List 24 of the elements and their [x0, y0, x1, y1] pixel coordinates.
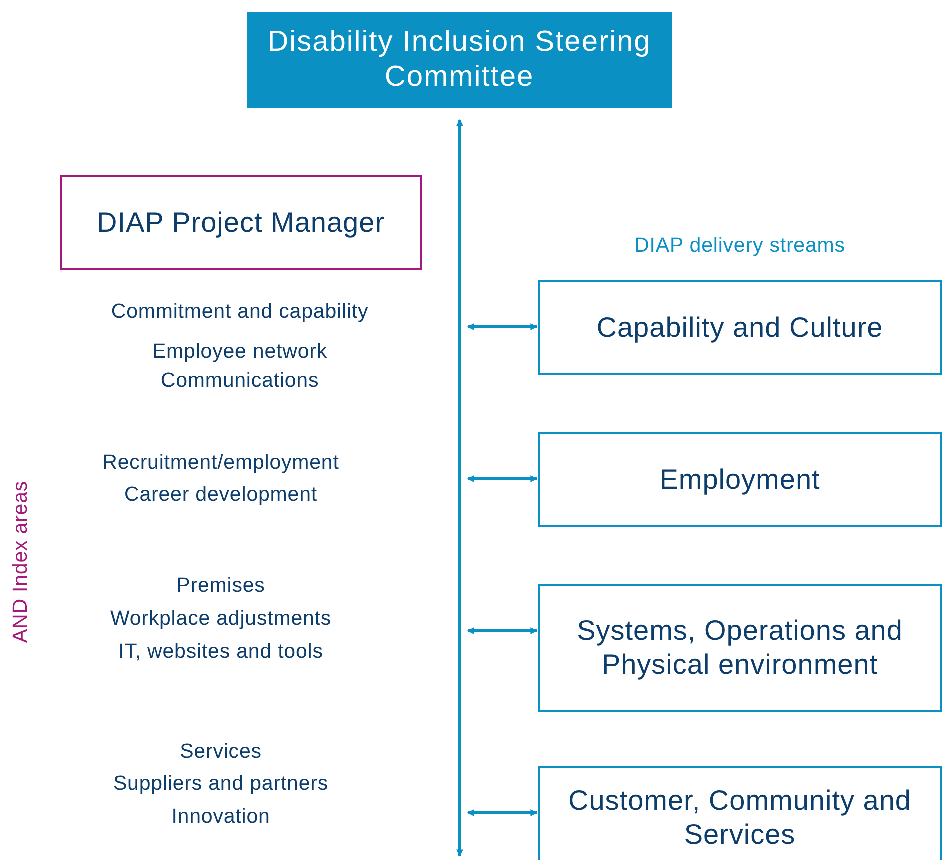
arrow [467, 324, 538, 330]
area-text: Innovation [172, 805, 270, 829]
area-text: Career development [124, 483, 318, 507]
section-heading: DIAP delivery streams [634, 234, 846, 258]
area-text: Workplace adjustments [110, 607, 332, 631]
area-text: Premises [176, 574, 266, 598]
area-text: Commitment and capability [111, 300, 369, 324]
committee-box: Disability Inclusion Steering Committee [247, 12, 672, 108]
arrow [467, 628, 538, 634]
area-text: Recruitment/employment [102, 451, 340, 475]
area-text: Communications [160, 369, 320, 393]
arrow [456, 119, 464, 857]
stream-box: Capability and Culture [538, 280, 942, 375]
arrow [467, 810, 538, 816]
axis-title: AND Index areas [9, 480, 33, 644]
stream-box: Systems, Operations and Physical environment [538, 584, 942, 712]
arrow [467, 476, 538, 482]
area-text: IT, websites and tools [118, 640, 324, 664]
area-text: Services [180, 740, 262, 764]
area-text: Employee network [152, 340, 328, 364]
stream-box: Employment [538, 432, 942, 527]
manager-box: DIAP Project Manager [60, 175, 422, 270]
stream-box: Customer, Community and Services [538, 766, 942, 860]
area-text: Suppliers and partners [113, 772, 329, 796]
